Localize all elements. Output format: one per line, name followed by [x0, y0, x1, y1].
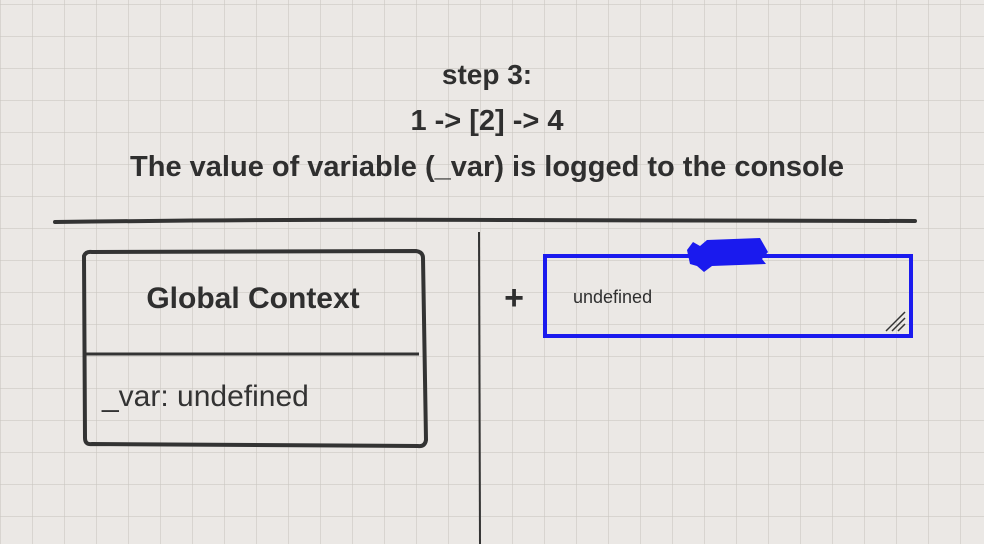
- resize-grip-icon[interactable]: [885, 311, 906, 332]
- horizontal-divider: [53, 217, 917, 224]
- add-button[interactable]: +: [504, 279, 524, 317]
- step-sequence: 1 -> [2] -> 4: [410, 105, 564, 137]
- console-output: undefined: [573, 287, 653, 307]
- context-variable: _var: undefined: [102, 380, 309, 413]
- step-title: step 3:: [441, 59, 533, 90]
- vertical-divider: [478, 231, 481, 544]
- step-description: The value of variable (_var) is logged t…: [130, 151, 844, 183]
- tape-decoration: [687, 238, 768, 272]
- context-title: Global Context: [146, 282, 360, 315]
- global-context-box: Global Context _var: undefined: [82, 252, 424, 446]
- header: step 3: 1 -> [2] -> 4 The value of varia…: [0, 52, 974, 190]
